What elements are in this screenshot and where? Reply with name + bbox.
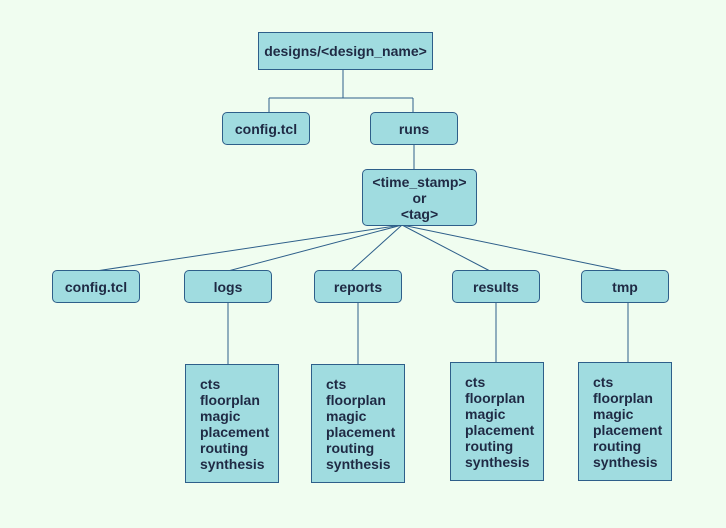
list-item: routing bbox=[593, 438, 642, 454]
runs-node: runs bbox=[370, 112, 458, 145]
run-dir-node: <time_stamp> or <tag> bbox=[362, 169, 477, 226]
list-item: magic bbox=[465, 406, 506, 422]
list-item: floorplan bbox=[326, 392, 386, 408]
run-dir-line-3: <tag> bbox=[400, 205, 439, 222]
tmp-label: tmp bbox=[612, 278, 638, 295]
list-item: synthesis bbox=[593, 454, 658, 470]
reports-node: reports bbox=[314, 270, 402, 303]
list-item: routing bbox=[465, 438, 514, 454]
edge-rundir-tmp bbox=[401, 224, 625, 272]
list-item: routing bbox=[200, 440, 249, 456]
list-item: floorplan bbox=[593, 390, 653, 406]
config-node: config.tcl bbox=[52, 270, 140, 303]
runs-label: runs bbox=[398, 120, 430, 137]
run-dir-line-1: <time_stamp> bbox=[372, 173, 467, 190]
list-item: cts bbox=[593, 374, 614, 390]
list-item: floorplan bbox=[465, 390, 525, 406]
list-item: placement bbox=[326, 424, 396, 440]
results-node: results bbox=[452, 270, 540, 303]
results-stage-list: cts floorplan magic placement routing sy… bbox=[450, 362, 544, 481]
list-item: floorplan bbox=[200, 392, 260, 408]
config-label: config.tcl bbox=[64, 278, 128, 295]
top-config-label: config.tcl bbox=[234, 120, 298, 137]
edge-rundir-logs bbox=[227, 224, 403, 272]
root-node: designs/<design_name> bbox=[258, 32, 433, 70]
run-dir-line-2: or bbox=[412, 189, 427, 206]
list-item: placement bbox=[465, 422, 535, 438]
list-item: magic bbox=[326, 408, 367, 424]
edge-rundir-reports bbox=[350, 224, 403, 272]
list-item: synthesis bbox=[200, 456, 265, 472]
reports-stage-list: cts floorplan magic placement routing sy… bbox=[311, 364, 405, 483]
list-item: cts bbox=[200, 376, 221, 392]
reports-label: reports bbox=[333, 278, 383, 295]
root-label: designs/<design_name> bbox=[264, 43, 427, 59]
edge-rundir-results bbox=[401, 224, 491, 272]
list-item: placement bbox=[593, 422, 663, 438]
tmp-stage-list: cts floorplan magic placement routing sy… bbox=[578, 362, 672, 481]
edge-rundir-config bbox=[95, 224, 403, 272]
list-item: synthesis bbox=[465, 454, 530, 470]
list-item: magic bbox=[593, 406, 634, 422]
logs-stage-list: cts floorplan magic placement routing sy… bbox=[185, 364, 279, 483]
list-item: cts bbox=[326, 376, 347, 392]
top-config-node: config.tcl bbox=[222, 112, 310, 145]
list-item: synthesis bbox=[326, 456, 391, 472]
list-item: routing bbox=[326, 440, 375, 456]
logs-label: logs bbox=[213, 278, 243, 295]
logs-node: logs bbox=[184, 270, 272, 303]
results-label: results bbox=[473, 278, 519, 295]
list-item: magic bbox=[200, 408, 241, 424]
list-item: cts bbox=[465, 374, 486, 390]
list-item: placement bbox=[200, 424, 270, 440]
tmp-node: tmp bbox=[581, 270, 669, 303]
